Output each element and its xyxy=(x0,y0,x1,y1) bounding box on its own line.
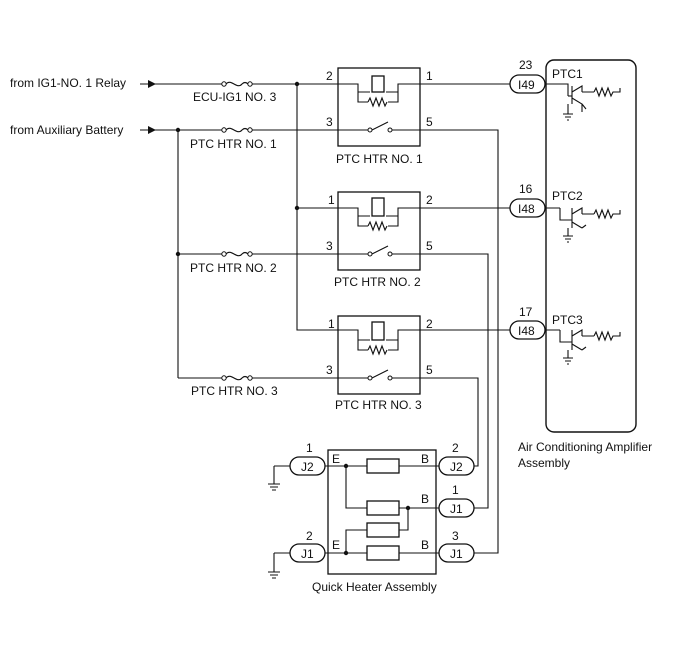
connector-i49: 23 I49 xyxy=(509,58,546,94)
qh-e-bottom: E xyxy=(332,538,340,552)
relay1-pin-coil-out: 1 xyxy=(426,69,433,83)
connector-name: J2 xyxy=(450,460,463,474)
fuse-label-ecu-ig1: ECU-IG1 NO. 3 xyxy=(193,90,277,104)
connector-i48-16: 16 I48 xyxy=(509,182,546,218)
connector-name: I49 xyxy=(518,78,535,92)
qh-e-top: E xyxy=(332,452,340,466)
connector-name: I48 xyxy=(518,202,535,216)
relay2-pin-sw-out: 5 xyxy=(426,239,433,253)
heater-element-icon xyxy=(366,522,400,538)
junction-dot xyxy=(294,81,300,87)
relay-coil-icon xyxy=(371,321,385,341)
amp-label-line2: Assembly xyxy=(518,456,570,470)
quick-heater-assembly: E B B E B xyxy=(327,449,437,575)
connector-name: J1 xyxy=(450,547,463,561)
input-label-aux-battery: from Auxiliary Battery xyxy=(10,123,123,137)
relay2-label: PTC HTR NO. 2 xyxy=(334,275,421,289)
amp-label-line1: Air Conditioning Amplifier xyxy=(518,440,652,454)
heater-element-icon xyxy=(366,500,400,516)
fuse-label-ptc3: PTC HTR NO. 3 xyxy=(191,384,278,398)
connector-j1-mid: 1 J1 xyxy=(438,483,475,518)
relay2-pin-coil-in: 1 xyxy=(328,193,335,207)
connector-j1-left: 2 J1 xyxy=(289,529,326,563)
amp-ptc2-label: PTC2 xyxy=(552,189,583,203)
ground-icon xyxy=(268,553,280,579)
connector-pin: 2 xyxy=(306,529,313,543)
fuse-ptc3-icon xyxy=(221,375,253,381)
relay2-pin-coil-out: 2 xyxy=(426,193,433,207)
resistor-icon xyxy=(367,96,388,108)
wire-relay3-sw-out xyxy=(420,377,479,467)
relay-coil-icon xyxy=(371,75,385,93)
relay1-pin-sw-in: 3 xyxy=(326,115,333,129)
relay-coil-icon xyxy=(371,197,385,217)
wire-amp-inputs xyxy=(545,83,560,331)
heater-element-icon xyxy=(366,545,400,561)
qh-b-mid: B xyxy=(421,492,429,506)
connector-pin: 17 xyxy=(519,305,533,319)
connector-j2-right: 2 J2 xyxy=(438,441,475,476)
resistor-icon xyxy=(367,344,388,356)
relay2-pin-sw-in: 3 xyxy=(326,239,333,253)
qh-b-bottom: B xyxy=(421,538,429,552)
amp-ptc3-label: PTC3 xyxy=(552,313,583,327)
wire-relay1-sw-out xyxy=(420,129,499,554)
relay3-pin-coil-out: 2 xyxy=(426,317,433,331)
wire-relay2-sw-out xyxy=(420,253,489,509)
connector-pin: 23 xyxy=(519,58,533,72)
transistor-icon xyxy=(560,83,621,121)
relay-ptc-htr-2: 1 2 3 5 PTC HTR NO. 2 xyxy=(326,191,433,289)
connector-j2-left: 1 J2 xyxy=(289,441,326,476)
connector-j1-right: 3 J1 xyxy=(438,529,475,563)
wire-ig-bus xyxy=(296,84,338,331)
relay3-pin-sw-in: 3 xyxy=(326,363,333,377)
fuse-label-ptc2: PTC HTR NO. 2 xyxy=(190,261,277,275)
relay-ptc-htr-1: 2 1 3 5 PTC HTR NO. 1 xyxy=(326,67,433,166)
connector-pin: 16 xyxy=(519,182,533,196)
relay-switch-icon xyxy=(338,121,420,132)
connector-pin: 1 xyxy=(452,483,459,497)
transistor-icon xyxy=(559,329,621,365)
relay3-label: PTC HTR NO. 3 xyxy=(335,398,422,412)
connector-name: J1 xyxy=(301,547,314,561)
relay1-pin-sw-out: 5 xyxy=(426,115,433,129)
junction-dot xyxy=(175,127,181,133)
connector-pin: 3 xyxy=(452,529,459,543)
fuse-label-ptc1: PTC HTR NO. 1 xyxy=(190,137,277,151)
relay3-pin-coil-in: 1 xyxy=(328,317,335,331)
connector-pin: 2 xyxy=(452,441,459,455)
transistor-icon xyxy=(559,207,621,243)
relay3-pin-sw-out: 5 xyxy=(426,363,433,377)
connector-name: J1 xyxy=(450,502,463,516)
fuse-ptc2-icon xyxy=(221,251,253,257)
relay-switch-icon xyxy=(338,245,420,256)
connector-name: J2 xyxy=(301,460,314,474)
connector-i48-17: 17 I48 xyxy=(509,305,546,340)
input-label-ig1-relay: from IG1-NO. 1 Relay xyxy=(10,76,126,90)
ground-icon xyxy=(268,466,280,491)
fuse-ecu-ig1-icon xyxy=(221,81,253,87)
connector-name: I48 xyxy=(518,324,535,338)
qh-b-top: B xyxy=(421,452,429,466)
qh-label: Quick Heater Assembly xyxy=(312,580,437,594)
relay1-pin-coil-in: 2 xyxy=(326,69,333,83)
relay-switch-icon xyxy=(338,369,420,380)
amp-ptc1-label: PTC1 xyxy=(552,67,583,81)
heater-element-icon xyxy=(366,458,400,474)
air-conditioning-amplifier: PTC1 PTC2 PTC3 xyxy=(545,59,637,433)
relay-ptc-htr-3: 1 2 3 5 PTC HTR NO. 3 xyxy=(326,315,433,412)
relay1-label: PTC HTR NO. 1 xyxy=(336,152,423,166)
wire-qh-connectors xyxy=(436,465,439,554)
connector-pin: 1 xyxy=(306,441,313,455)
fuse-ptc1-icon xyxy=(221,127,253,133)
resistor-icon xyxy=(367,220,388,232)
